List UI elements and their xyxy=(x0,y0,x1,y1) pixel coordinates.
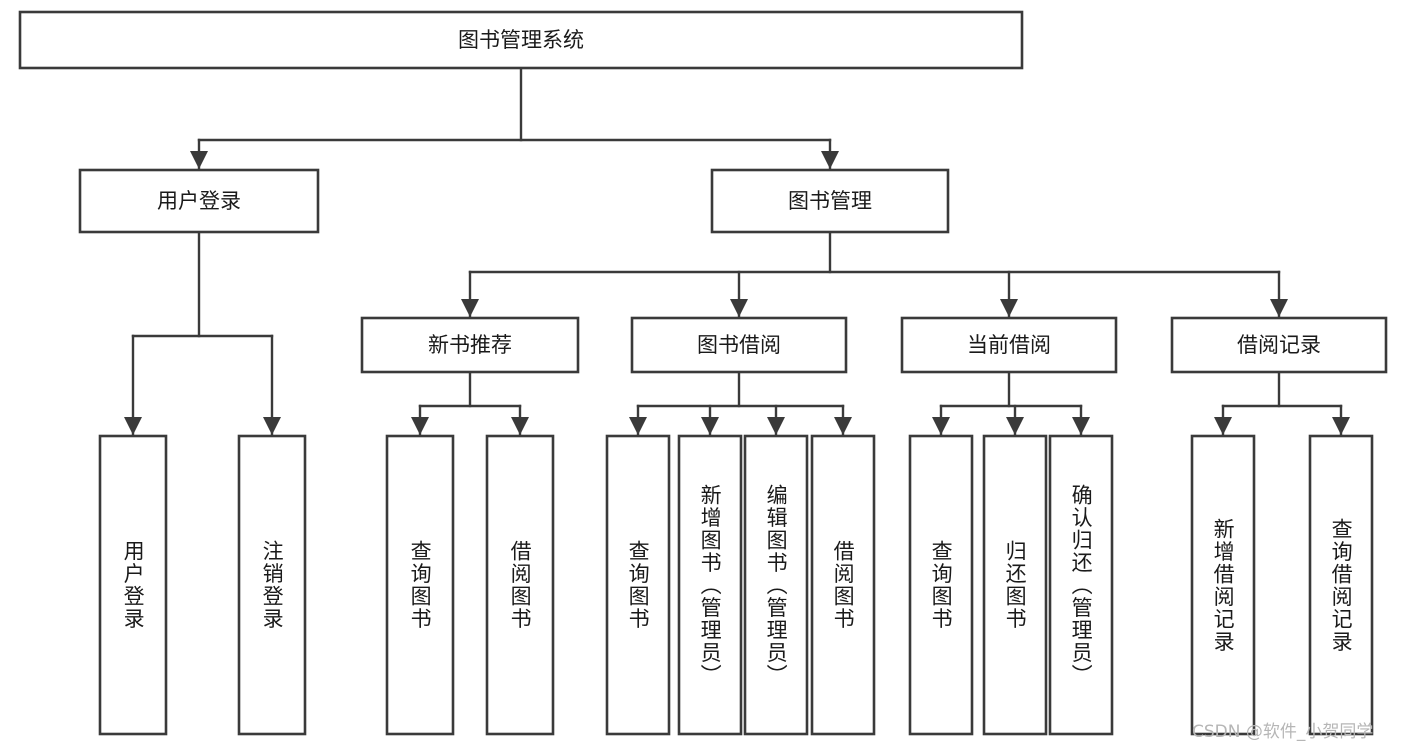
arrow-head-icon-leaf-query-book-3 xyxy=(932,417,950,435)
node-box-book-management[interactable] xyxy=(710,168,950,234)
node-label-user-login: 用户登录 xyxy=(157,189,241,213)
node-box-leaf-borrow-book-1[interactable] xyxy=(485,434,555,736)
connector-lines xyxy=(124,66,1350,436)
node-label-new-book-recommend: 新书推荐 xyxy=(428,333,512,357)
node-box-new-book-recommend[interactable] xyxy=(360,316,580,374)
arrow-head-icon-leaf-return-book xyxy=(1006,417,1024,435)
node-box-leaf-query-book-1[interactable] xyxy=(385,434,455,736)
node-label-borrow-record: 借阅记录 xyxy=(1237,333,1321,357)
node-box-leaf-query-book-2[interactable] xyxy=(605,434,671,736)
node-box-leaf-query-book-3[interactable] xyxy=(908,434,974,736)
node-boxes xyxy=(18,10,1388,736)
arrow-head-icon-leaf-borrow-book-2 xyxy=(834,417,852,435)
node-box-leaf-confirm-return[interactable] xyxy=(1048,434,1114,736)
arrow-head-icon-leaf-user-login xyxy=(124,417,142,435)
node-box-leaf-borrow-book-2[interactable] xyxy=(810,434,876,736)
arrow-head-icon-leaf-user-logout xyxy=(263,417,281,435)
node-box-current-borrow[interactable] xyxy=(900,316,1118,374)
arrow-head-icon-leaf-add-borrow-record xyxy=(1214,417,1232,435)
watermark-text: CSDN @软件_小贺同学 xyxy=(1192,722,1374,742)
arrow-head-icon-leaf-query-book-1 xyxy=(411,417,429,435)
node-label-book-borrow: 图书借阅 xyxy=(697,333,781,357)
arrow-head-icon-leaf-add-book xyxy=(701,417,719,435)
arrow-head-icon-leaf-confirm-return xyxy=(1072,417,1090,435)
node-box-borrow-record[interactable] xyxy=(1170,316,1388,374)
arrow-head-icon-new-book-recommend xyxy=(461,299,479,317)
node-box-leaf-user-login[interactable] xyxy=(98,434,168,736)
arrow-head-icon-book-management xyxy=(821,151,839,169)
arrow-head-icon-leaf-edit-book xyxy=(767,417,785,435)
arrow-head-icon-book-borrow xyxy=(730,299,748,317)
node-label-book-management: 图书管理 xyxy=(788,189,872,213)
node-box-leaf-add-borrow-record[interactable] xyxy=(1190,434,1256,736)
arrow-head-icon-leaf-borrow-book-1 xyxy=(511,417,529,435)
node-box-root[interactable] xyxy=(18,10,1024,70)
node-box-leaf-return-book[interactable] xyxy=(982,434,1048,736)
node-box-leaf-add-book[interactable] xyxy=(677,434,743,736)
arrow-head-icon-current-borrow xyxy=(1000,299,1018,317)
node-label-current-borrow: 当前借阅 xyxy=(967,333,1051,357)
node-label-root: 图书管理系统 xyxy=(458,28,584,52)
arrow-head-icon-leaf-query-borrow-record xyxy=(1332,417,1350,435)
node-box-leaf-user-logout[interactable] xyxy=(237,434,307,736)
node-box-book-borrow[interactable] xyxy=(630,316,848,374)
node-box-leaf-query-borrow-record[interactable] xyxy=(1308,434,1374,736)
arrow-head-icon-user-login xyxy=(190,151,208,169)
node-box-user-login[interactable] xyxy=(78,168,320,234)
arrow-head-icon-leaf-query-book-2 xyxy=(629,417,647,435)
arrow-head-icon-borrow-record xyxy=(1270,299,1288,317)
node-box-leaf-edit-book[interactable] xyxy=(743,434,809,736)
